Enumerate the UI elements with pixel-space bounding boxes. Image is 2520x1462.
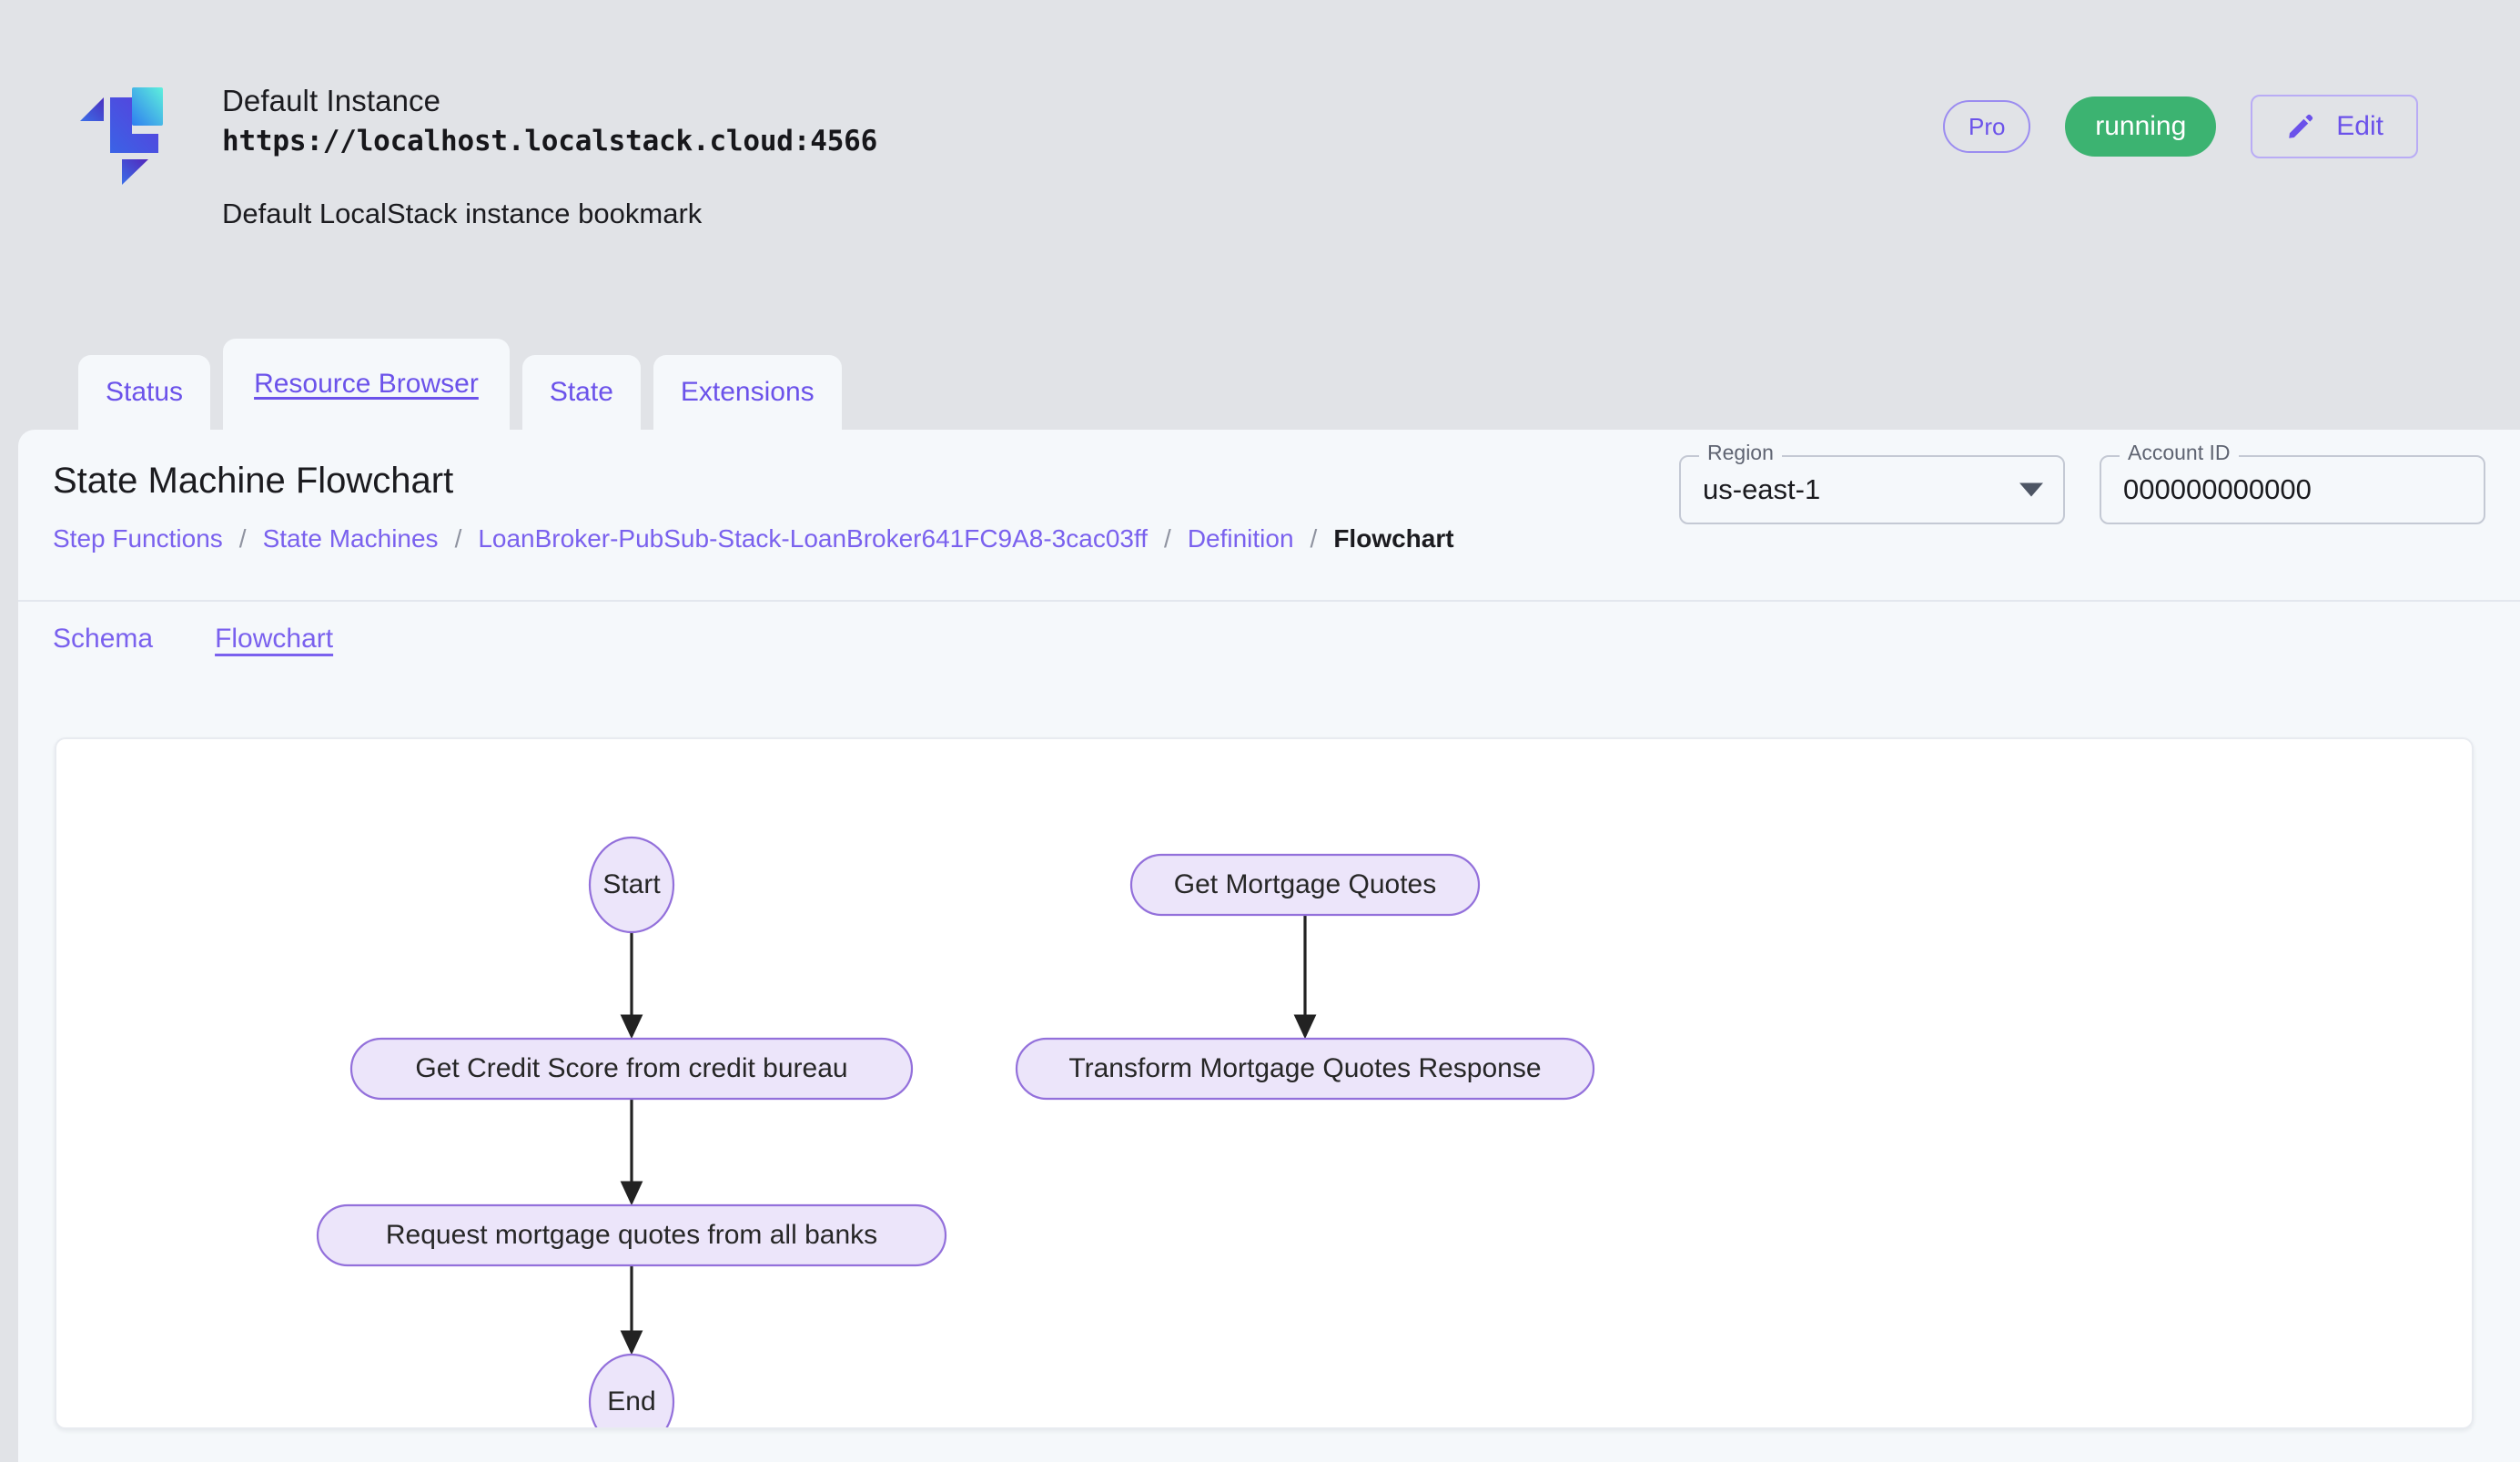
edit-button-label: Edit: [2336, 111, 2383, 141]
sub-tab-schema[interactable]: Schema: [53, 624, 154, 654]
flowchart-node-shape: [588, 836, 675, 934]
instance-endpoint: https://localhost.localstack.cloud:4566: [222, 125, 878, 158]
region-value: us-east-1: [1703, 473, 1821, 505]
pro-badge[interactable]: Pro: [1943, 100, 2031, 153]
status-badge: running: [2065, 96, 2217, 157]
breadcrumb-item-state-machine-name[interactable]: LoanBroker-PubSub-Stack-LoanBroker641FC9…: [478, 524, 1149, 553]
edit-button[interactable]: Edit: [2251, 95, 2418, 158]
tab-state[interactable]: State: [521, 355, 641, 430]
instance-name: Default Instance: [222, 84, 441, 117]
page-title: State Machine Flowchart: [53, 461, 454, 501]
flowchart-node-label: Get Credit Score from credit bureau: [415, 1053, 847, 1083]
sub-tab-flowchart[interactable]: Flowchart: [215, 624, 334, 654]
account-id-field[interactable]: Account ID 000000000000: [2100, 442, 2485, 524]
flowchart-node-shape: [349, 1037, 914, 1101]
breadcrumb-separator: /: [1310, 524, 1318, 553]
flowchart-node-shape: [316, 1203, 947, 1267]
breadcrumb-item-step-functions[interactable]: Step Functions: [53, 524, 223, 553]
breadcrumb-separator: /: [454, 524, 462, 553]
tab-resource-browser[interactable]: Resource Browser: [223, 339, 510, 430]
flowchart-node[interactable]: Start: [588, 836, 675, 934]
tab-resource-browser-label: Resource Browser: [254, 369, 479, 399]
breadcrumb: Step Functions / State Machines / LoanBr…: [53, 524, 1454, 553]
pencil-icon: [2285, 111, 2316, 142]
region-label: Region: [1699, 442, 1782, 463]
account-id-value: 000000000000: [2123, 473, 2312, 505]
flowchart-edges: [620, 915, 1317, 1355]
flowchart-node-shape: [1015, 1037, 1595, 1101]
breadcrumb-item-flowchart: Flowchart: [1333, 524, 1454, 553]
instance-text-block: Default Instance https://localhost.local…: [222, 82, 877, 230]
instance-header: Default Instance https://localhost.local…: [0, 0, 2520, 430]
panel-header: State Machine Flowchart Step Functions /…: [18, 430, 2520, 602]
flowchart-node-label: End: [607, 1386, 655, 1416]
tab-extensions-label: Extensions: [680, 377, 815, 407]
localstack-logo-icon: [80, 87, 164, 186]
breadcrumb-separator: /: [238, 524, 247, 553]
tab-status-label: Status: [106, 377, 184, 407]
sub-tabs: Schema Flowchart: [53, 624, 333, 655]
breadcrumb-separator: /: [1164, 524, 1171, 553]
breadcrumb-item-state-machines[interactable]: State Machines: [262, 524, 439, 553]
chevron-down-icon[interactable]: [2019, 482, 2043, 497]
primary-tabs: Status Resource Browser State Extensions: [78, 339, 842, 430]
scope-selectors: Region us-east-1 Account ID 000000000000: [1679, 442, 2485, 524]
instance-identity: Default Instance https://localhost.local…: [80, 80, 877, 230]
flowchart-node[interactable]: Get Mortgage Quotes: [1129, 853, 1481, 917]
header-actions: Pro running Edit: [1943, 95, 2418, 158]
region-select[interactable]: Region us-east-1: [1679, 442, 2065, 524]
flowchart-node-label: Start: [602, 869, 661, 899]
flowchart-node[interactable]: Request mortgage quotes from all banks: [316, 1203, 947, 1267]
flowchart-node[interactable]: Transform Mortgage Quotes Response: [1015, 1037, 1595, 1101]
tab-extensions[interactable]: Extensions: [653, 355, 842, 430]
flowchart-node[interactable]: End: [588, 1353, 675, 1427]
content-panel: State Machine Flowchart Step Functions /…: [18, 430, 2520, 1462]
breadcrumb-item-definition[interactable]: Definition: [1187, 524, 1294, 553]
tab-state-label: State: [549, 377, 613, 407]
account-id-label: Account ID: [2120, 442, 2239, 463]
flowchart-node-shape: [1129, 853, 1481, 917]
flowchart-node-label: Get Mortgage Quotes: [1174, 869, 1437, 899]
instance-description: Default LocalStack instance bookmark: [222, 198, 703, 230]
flowchart-node[interactable]: Get Credit Score from credit bureau: [349, 1037, 914, 1101]
flowchart-node-label: Request mortgage quotes from all banks: [386, 1220, 877, 1250]
flowchart-node-shape: [588, 1353, 675, 1427]
tab-status[interactable]: Status: [78, 355, 211, 430]
flowchart-node-label: Transform Mortgage Quotes Response: [1068, 1053, 1541, 1083]
